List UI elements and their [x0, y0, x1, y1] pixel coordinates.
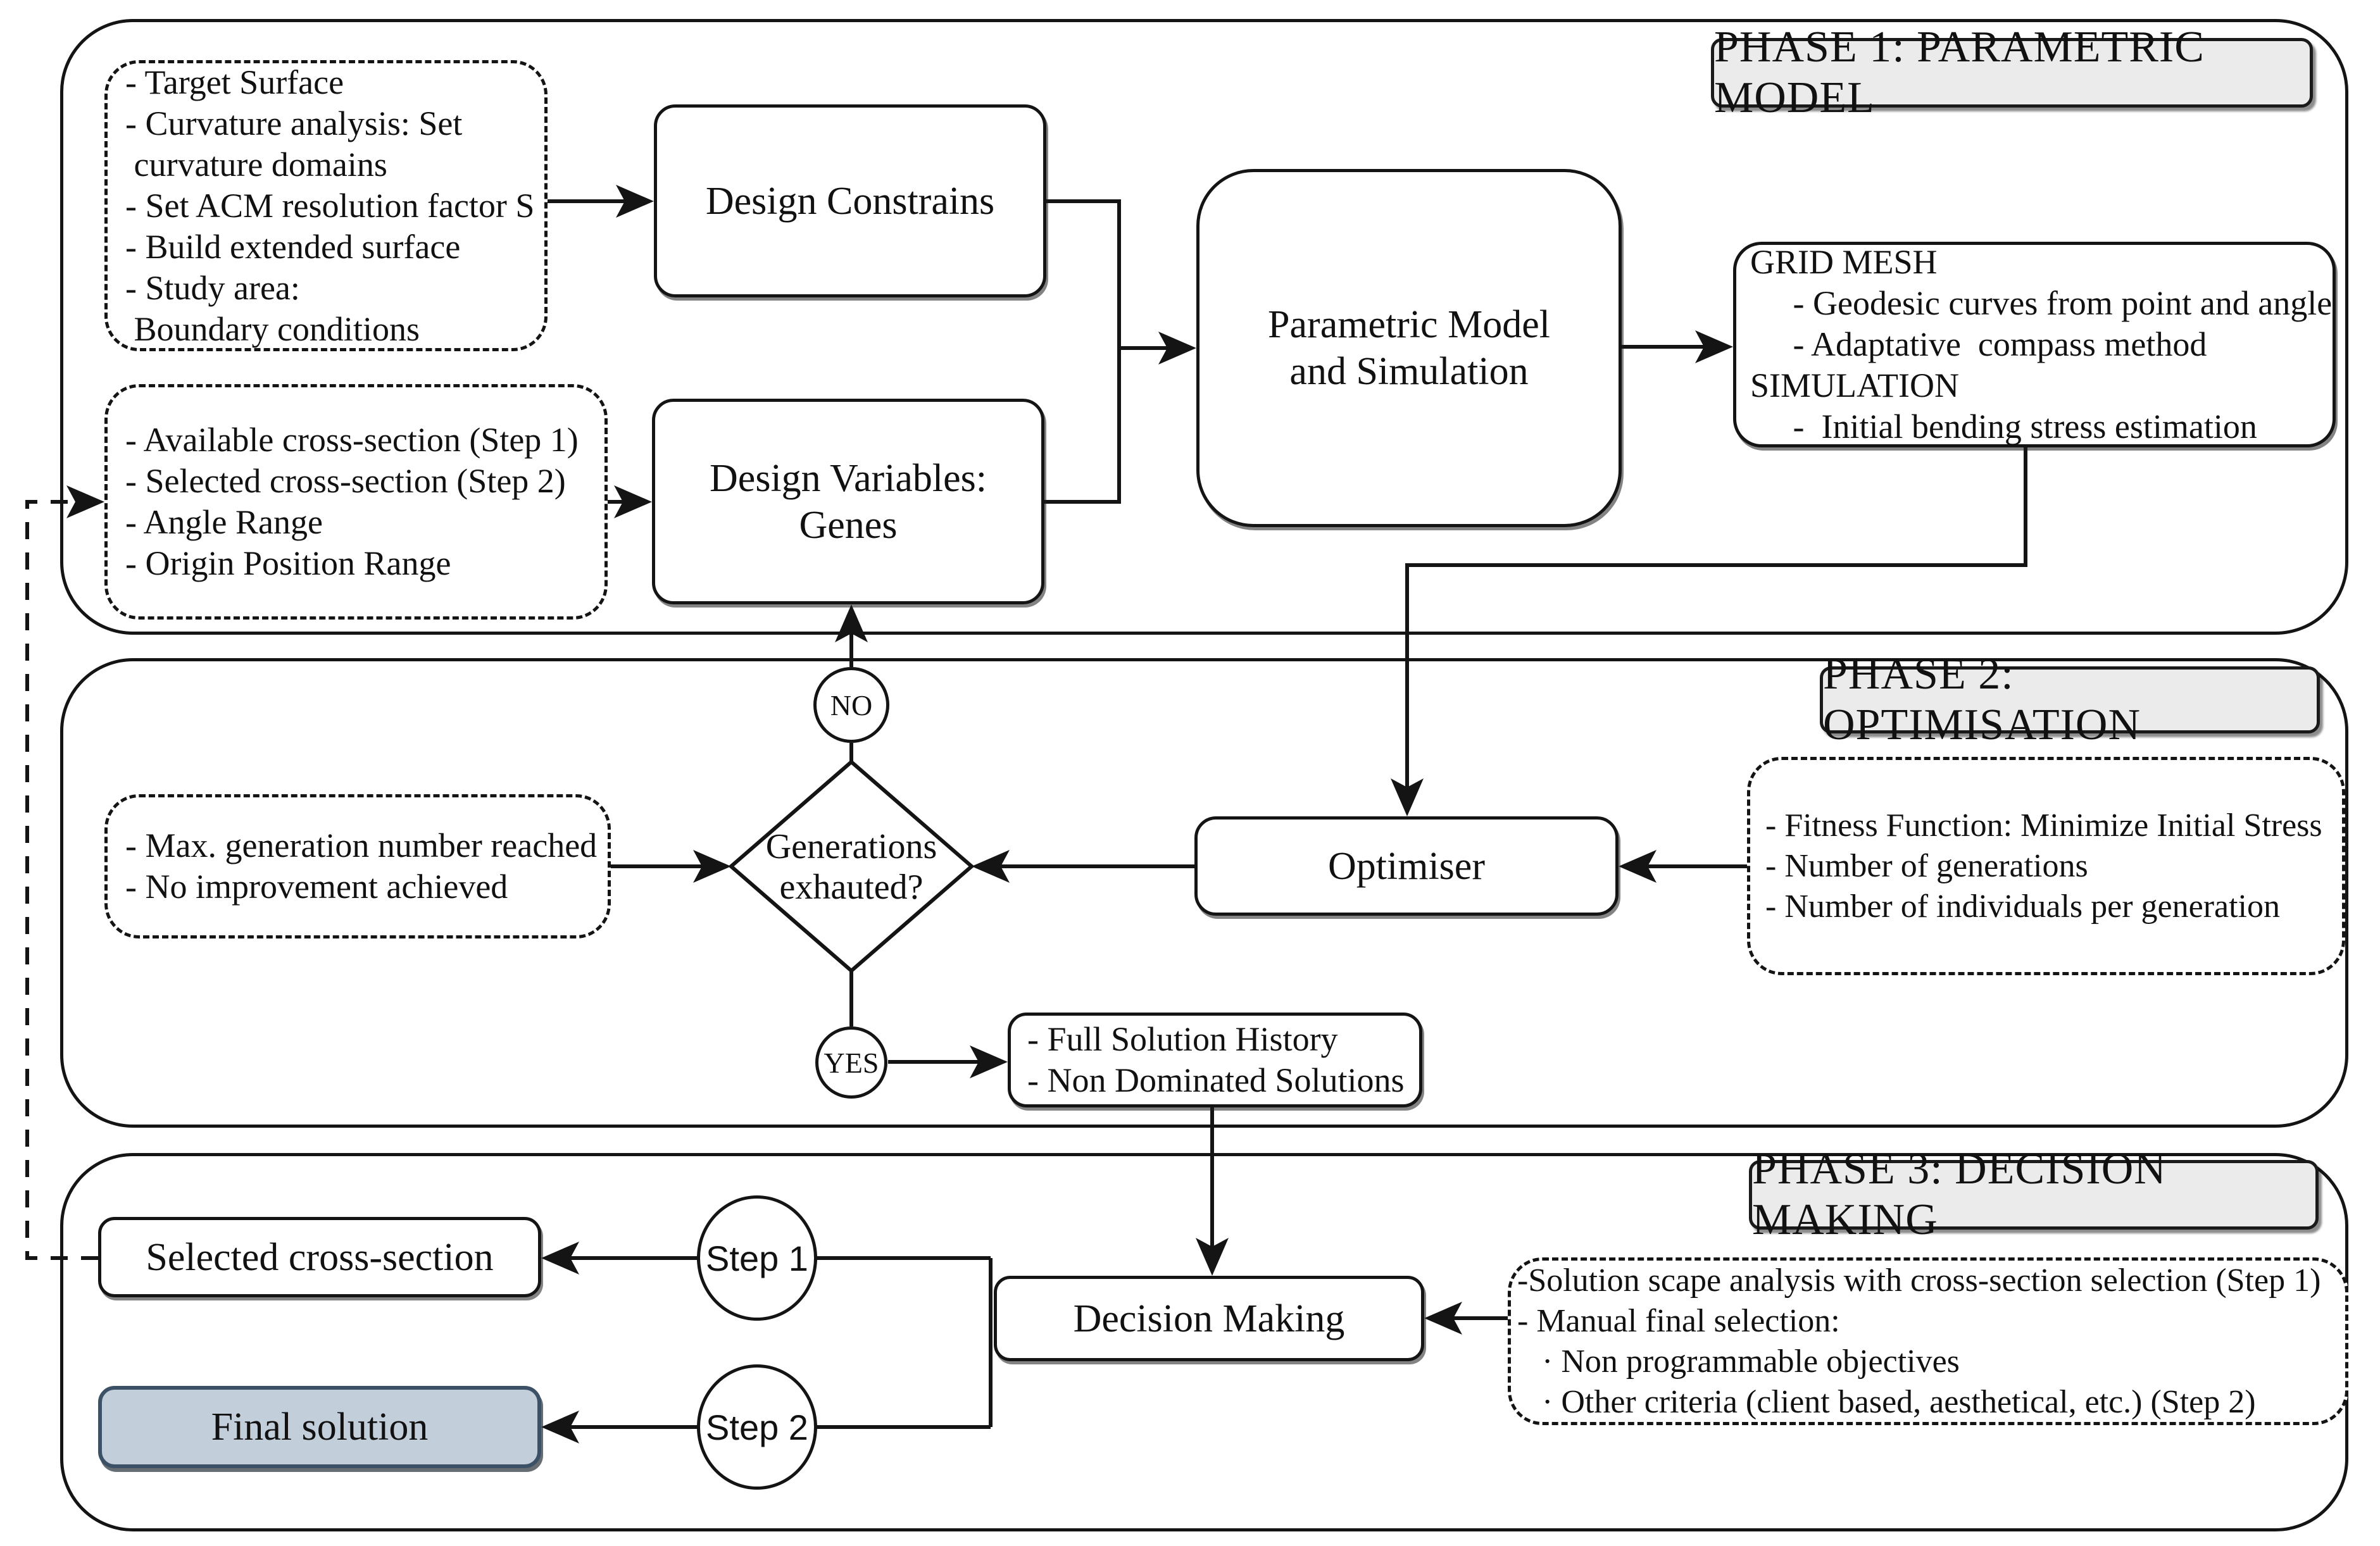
- design-variables-label: Design Variables: Genes: [710, 456, 987, 547]
- no-badge: NO: [813, 667, 889, 743]
- list-line: - Origin Position Range: [125, 544, 451, 582]
- final-solution-label: Final solution: [211, 1406, 429, 1449]
- grid-mesh-node: GRID MESH - Geodesic curves from point a…: [1733, 242, 2336, 447]
- decision-inputs-box: -Solution scape analysis with cross-sect…: [1508, 1257, 2348, 1425]
- selected-cross-section-node: Selected cross-section: [98, 1217, 541, 1297]
- selected-cross-section-label: Selected cross-section: [146, 1235, 494, 1279]
- arrowhead: [541, 1411, 579, 1443]
- fitness-inputs-box: - Fitness Function: Minimize Initial Str…: [1747, 757, 2345, 975]
- phase1-label: PHASE 1: PARAMETRIC MODEL: [1711, 23, 2313, 122]
- design-constraints-label: Design Constrains: [705, 179, 995, 223]
- arrowhead: [1619, 850, 1657, 883]
- termination-inputs-box: - Max. generation number reached - No im…: [104, 794, 611, 938]
- optimiser-label: Optimiser: [1328, 844, 1485, 888]
- arrowhead: [1196, 1238, 1229, 1276]
- arrowhead: [1424, 1302, 1462, 1335]
- list-line: -Solution scape analysis with cross-sect…: [1517, 1262, 2321, 1299]
- edge-gridmesh-to-optimiser: [1405, 447, 2027, 805]
- generations-exhausted-diamond: [728, 759, 975, 973]
- genes-inputs-box: - Available cross-section (Step 1) - Sel…: [104, 384, 608, 620]
- phase3-label-text: PHASE 3: DECISION MAKING: [1752, 1145, 2167, 1244]
- optimiser-node: Optimiser: [1194, 816, 1619, 916]
- list-line: - No improvement achieved: [125, 868, 508, 906]
- phase2-label: PHASE 2: OPTIMISATION: [1820, 650, 2320, 749]
- decision-making-label: Decision Making: [1073, 1297, 1345, 1340]
- list-line: - Fitness Function: Minimize Initial Str…: [1765, 807, 2322, 844]
- phase3-label: PHASE 3: DECISION MAKING: [1749, 1145, 2319, 1244]
- step1-badge-label: Step 1: [706, 1238, 808, 1278]
- final-solution-node: Final solution: [98, 1386, 541, 1468]
- edge-merge-junction: [1044, 199, 1121, 504]
- list-line: - Build extended surface: [125, 227, 461, 266]
- design-variables-node: Design Variables: Genes: [652, 399, 1044, 604]
- no-badge-label: NO: [830, 689, 873, 721]
- step1-badge: Step 1: [697, 1195, 817, 1321]
- list-line: - Target Surface: [125, 63, 344, 101]
- list-line: - Selected cross-section (Step 2): [125, 462, 566, 500]
- list-line: · Non programmable objectives: [1517, 1343, 1960, 1380]
- list-line: · Other criteria (client based, aestheti…: [1517, 1383, 2256, 1420]
- design-constraints-node: Design Constrains: [654, 104, 1046, 297]
- list-line: Boundary conditions: [125, 309, 420, 348]
- list-line: curvature domains: [125, 145, 387, 184]
- phase2-label-text: PHASE 2: OPTIMISATION: [1823, 650, 2141, 749]
- step2-badge: Step 2: [697, 1364, 817, 1490]
- list-line: - Full Solution History: [1027, 1020, 1338, 1058]
- list-line: - Set ACM resolution factor S: [125, 186, 535, 225]
- arrowhead: [541, 1242, 579, 1275]
- yes-badge: YES: [815, 1026, 887, 1099]
- list-line: - Available cross-section (Step 1): [125, 421, 579, 459]
- step2-badge-label: Step 2: [706, 1407, 808, 1447]
- phase1-container: [60, 19, 2348, 635]
- arrowhead: [693, 850, 731, 883]
- arrowhead: [1391, 778, 1424, 816]
- arrowhead: [972, 850, 1010, 883]
- arrowhead: [1695, 330, 1733, 363]
- list-line: - Manual final selection:: [1517, 1302, 1840, 1339]
- arrowhead: [970, 1045, 1008, 1078]
- list-line: SIMULATION: [1750, 366, 1959, 404]
- decision-making-node: Decision Making: [994, 1276, 1424, 1361]
- phase2-container: [60, 658, 2348, 1128]
- list-line: - Angle Range: [125, 503, 323, 541]
- solution-history-node: - Full Solution History - Non Dominated …: [1008, 1013, 1422, 1107]
- list-line: GRID MESH: [1750, 243, 1938, 281]
- list-line: - Geodesic curves from point and angle: [1750, 284, 2333, 322]
- list-line: - Curvature analysis: Set: [125, 104, 463, 142]
- list-line: - Study area:: [125, 268, 300, 307]
- parametric-model-label: Parametric Model and Simulation: [1268, 303, 1550, 393]
- list-line: - Max. generation number reached: [125, 826, 598, 864]
- list-line: - Non Dominated Solutions: [1027, 1061, 1405, 1099]
- arrowhead: [1158, 332, 1196, 365]
- phase1-label-text: PHASE 1: PARAMETRIC MODEL: [1714, 23, 2205, 122]
- list-line: - Number of generations: [1765, 847, 2088, 884]
- list-line: - Adaptative compass method: [1750, 325, 2207, 363]
- surface-inputs-box: - Target Surface - Curvature analysis: S…: [104, 60, 548, 351]
- arrowhead: [614, 485, 652, 518]
- generations-check-label: Generations exhauted?: [765, 827, 937, 907]
- generations-check-text: Generations exhauted?: [750, 816, 953, 918]
- arrowhead: [616, 185, 654, 218]
- yes-badge-label: YES: [824, 1046, 879, 1079]
- arrowhead: [66, 485, 104, 518]
- list-line: - Initial bending stress estimation: [1750, 408, 2257, 446]
- list-line: - Number of individuals per generation: [1765, 888, 2280, 925]
- parametric-model-node: Parametric Model and Simulation: [1196, 169, 1622, 527]
